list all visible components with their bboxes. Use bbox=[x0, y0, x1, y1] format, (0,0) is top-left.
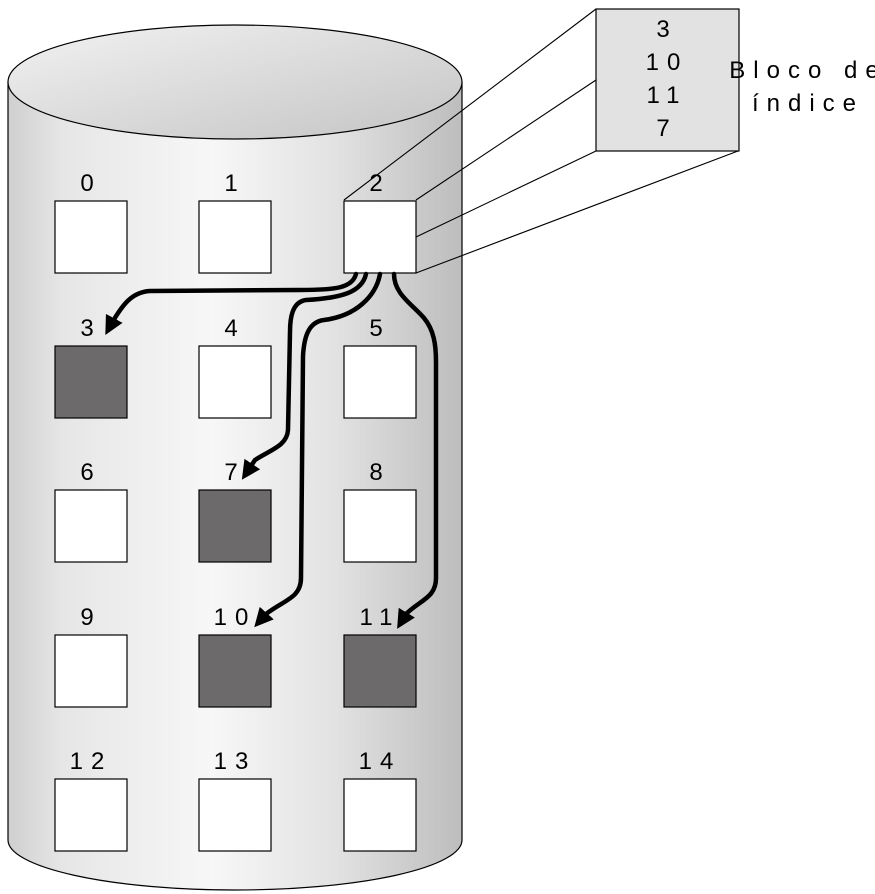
block-number-label: 4 bbox=[224, 315, 245, 342]
block-number-label: 8 bbox=[369, 459, 390, 486]
free-block bbox=[54, 200, 128, 274]
disk-block-8: 8 bbox=[343, 459, 417, 563]
index-block-box bbox=[595, 8, 740, 152]
index-pointers bbox=[105, 271, 439, 629]
pointer-arrow-to-block-10 bbox=[254, 271, 383, 628]
index-block-caption: índice bbox=[752, 90, 864, 117]
disk-block-12: 12 bbox=[54, 748, 128, 852]
disk-block-3: 3 bbox=[54, 315, 128, 419]
pointer-arrow-to-block-11 bbox=[391, 271, 439, 629]
allocated-block bbox=[54, 345, 128, 419]
projection-line bbox=[415, 79, 597, 201]
free-block bbox=[343, 489, 417, 563]
block-number-label: 11 bbox=[360, 604, 401, 631]
block-number-label: 2 bbox=[369, 170, 390, 197]
disk-block-10: 10 bbox=[198, 604, 272, 708]
block-number-label: 6 bbox=[80, 459, 101, 486]
disk-block-4: 4 bbox=[198, 315, 272, 419]
free-block bbox=[198, 200, 272, 274]
projection-line bbox=[415, 150, 739, 274]
disk-block-7: 7 bbox=[198, 459, 272, 563]
disk-block-1: 1 bbox=[198, 170, 272, 274]
allocated-block bbox=[198, 634, 272, 708]
block-number-label: 12 bbox=[70, 748, 113, 775]
free-block bbox=[343, 345, 417, 419]
free-block bbox=[343, 200, 417, 274]
disk-block-9: 9 bbox=[54, 604, 128, 708]
index-block-detail: 3 10 11 7 Bloco de índice bbox=[595, 8, 875, 152]
cylinder-top bbox=[7, 24, 463, 140]
disk-block-6: 6 bbox=[54, 459, 128, 563]
disk-block-14: 14 bbox=[343, 748, 417, 852]
index-entry: 11 bbox=[647, 82, 688, 109]
block-number-label: 0 bbox=[80, 170, 101, 197]
pointer-arrow-to-block-3 bbox=[105, 271, 359, 335]
block-number-label: 14 bbox=[359, 748, 402, 775]
index-block-caption: Bloco de bbox=[729, 57, 875, 84]
index-entry: 10 bbox=[646, 49, 689, 76]
allocated-block bbox=[198, 489, 272, 563]
pointer-arrow-to-block-7 bbox=[241, 271, 369, 480]
free-block bbox=[343, 778, 417, 852]
block-number-label: 13 bbox=[214, 748, 257, 775]
disk-block-0: 0 bbox=[54, 170, 128, 274]
index-block-projection bbox=[343, 8, 739, 274]
block-number-label: 1 bbox=[224, 170, 245, 197]
index-entry: 7 bbox=[656, 115, 677, 142]
free-block bbox=[198, 778, 272, 852]
block-number-label: 7 bbox=[224, 459, 245, 486]
free-block bbox=[198, 345, 272, 419]
block-number-label: 5 bbox=[369, 315, 390, 342]
free-block bbox=[54, 778, 128, 852]
free-block bbox=[54, 634, 128, 708]
disk-block-13: 13 bbox=[198, 748, 272, 852]
disk-block-5: 5 bbox=[343, 315, 417, 419]
block-number-label: 3 bbox=[80, 315, 101, 342]
projection-line bbox=[343, 8, 597, 201]
free-block bbox=[54, 489, 128, 563]
projection-line bbox=[415, 150, 597, 238]
block-number-label: 9 bbox=[80, 604, 101, 631]
disk-block-11: 11 bbox=[343, 604, 417, 708]
allocated-block bbox=[343, 634, 417, 708]
block-number-label: 10 bbox=[214, 604, 257, 631]
index-entry: 3 bbox=[656, 16, 677, 43]
